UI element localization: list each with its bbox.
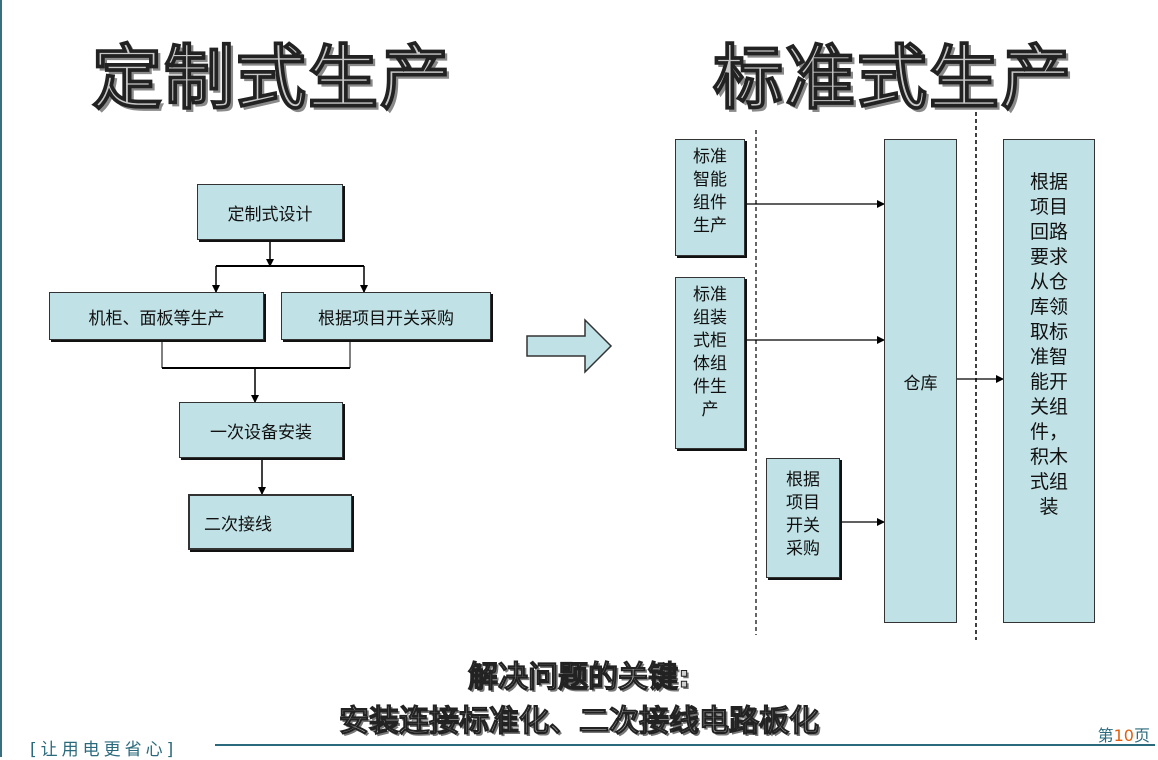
cabinet-components-box: 标准组装式柜体组件生产 <box>675 277 745 449</box>
footer-slogan: [让用电更省心] <box>30 740 178 760</box>
page-number-value: 10 <box>1113 726 1134 745</box>
warehouse-label: 仓库 <box>903 373 938 394</box>
smart-components-label: 标准智能组件生产 <box>692 147 727 236</box>
cabinet-production-box: 机柜、面板等生产 <box>49 292 264 340</box>
footer-line <box>215 744 1155 746</box>
title-custom-production: 定制式生产 <box>91 36 452 120</box>
transition-arrow-shape <box>526 318 613 374</box>
smart-components-box: 标准智能组件生产 <box>675 139 745 256</box>
page-suffix: 页 <box>1133 726 1150 745</box>
assembly-box: 根据项目回路要求从仓库领取标准智能开关组件，积木式组装 <box>1003 139 1095 623</box>
key-line-2: 安装连接标准化、二次接线电路板化 <box>339 704 820 740</box>
key-line-1: 解决问题的关键: <box>468 660 691 696</box>
secondary-wiring-box: 二次接线 <box>188 494 352 550</box>
custom-design-box: 定制式设计 <box>197 184 343 240</box>
purchase-box: 根据项目开关采购 <box>766 458 840 578</box>
purchase-label: 根据项目开关采购 <box>785 470 820 559</box>
switch-purchase-box: 根据项目开关采购 <box>281 292 491 340</box>
cabinet-components-label: 标准组装式柜体组件生产 <box>692 285 727 420</box>
page-number: 第10页 <box>1098 722 1150 746</box>
left-border <box>0 0 2 757</box>
page-prefix: 第 <box>1097 726 1114 745</box>
assembly-label: 根据项目回路要求从仓库领取标准智能开关组件，积木式组装 <box>1029 171 1068 518</box>
warehouse-box: 仓库 <box>884 139 957 623</box>
primary-install-box: 一次设备安装 <box>179 402 343 458</box>
title-standard-production: 标准式生产 <box>712 36 1073 120</box>
